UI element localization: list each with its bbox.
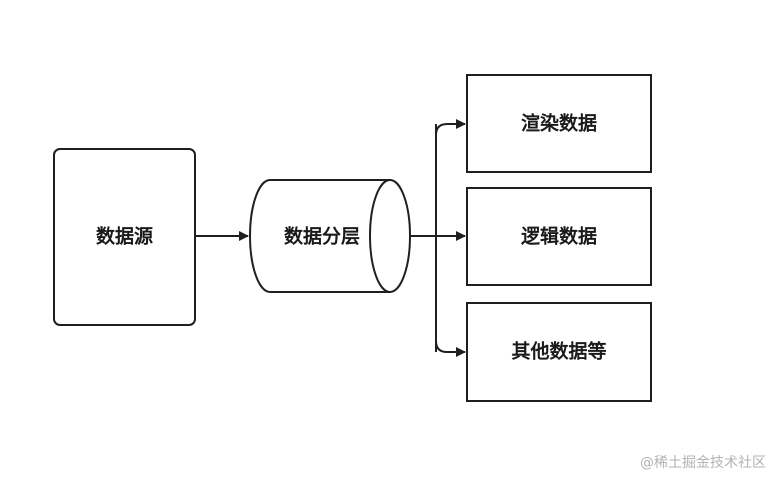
other-data-label: 其他数据等 [511, 340, 606, 363]
node-other-data: 其他数据等 [466, 302, 652, 402]
logic-data-box [466, 187, 652, 286]
render-data-label: 渲染数据 [521, 112, 597, 135]
edge-layer-to-render [435, 119, 466, 136]
data-source-label: 数据源 [96, 225, 153, 248]
logic-data-label: 逻辑数据 [521, 225, 597, 248]
edge-layer-to-other [435, 340, 466, 357]
render-data-box [466, 74, 652, 173]
data-layer-label: 数据分层 [284, 225, 360, 248]
edge-layer-branches [410, 119, 466, 357]
node-data-layer: 数据分层 [249, 179, 411, 293]
node-data-source: 数据源 [53, 148, 196, 326]
data-layer-cylinder-rim [369, 179, 391, 293]
node-render-data: 渲染数据 [466, 74, 652, 173]
watermark-text: @稀土掘金技术社区 [640, 455, 766, 471]
other-data-box [466, 302, 652, 402]
node-logic-data: 逻辑数据 [466, 187, 652, 286]
